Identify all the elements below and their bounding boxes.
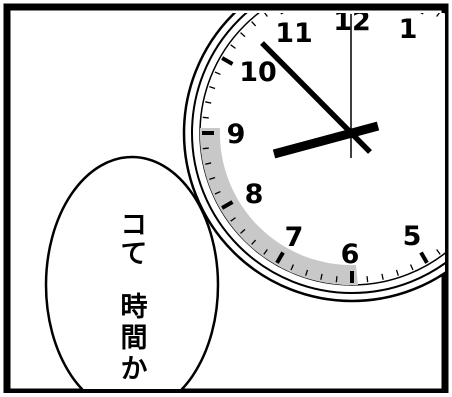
clock-minute-tick	[448, 22, 452, 26]
clock-minute-tick	[335, 276, 338, 283]
clock-hour-tick	[275, 251, 285, 264]
clock-minute-tick	[230, 44, 236, 49]
clock-minute-tick	[230, 217, 236, 222]
speech-bubble: コて 時間か	[44, 155, 220, 389]
clock-minute-tick	[209, 176, 216, 180]
speech-bubble-text: コて	[116, 210, 147, 268]
wall-clock: 12 1 11 10 9 8 7 6 5	[182, 0, 452, 303]
clock-minute-tick	[436, 13, 440, 17]
clock-minute-tick	[264, 13, 268, 17]
clock-numeral-1: 1	[399, 14, 418, 45]
clock-minute-tick	[395, 269, 399, 276]
clock-numeral-6: 6	[341, 239, 360, 270]
clock-minute-tick	[305, 269, 309, 276]
clock-hour-tick	[419, 251, 429, 264]
clock-minute-tick	[291, 0, 293, 1]
clock-minute-tick	[240, 32, 246, 38]
clock-minute-tick	[366, 276, 369, 283]
clock-minute-tick	[436, 249, 441, 255]
clock-minute-tick	[290, 264, 295, 271]
clock-minute-tick	[263, 249, 268, 255]
clock-numeral-8: 8	[245, 179, 264, 210]
speech-bubble-outline	[44, 155, 220, 389]
clock-numeral-10: 10	[239, 57, 277, 88]
clock-numeral-12: 12	[333, 6, 371, 37]
clock-shadow-band	[199, 128, 358, 286]
clock-minute-tick	[381, 273, 384, 280]
clock-minute-tick	[448, 240, 452, 244]
clock-minute-tick	[251, 21, 257, 27]
clock-hour-tick	[221, 200, 234, 210]
clock-hour-hand	[272, 121, 380, 159]
clock-center-pin	[348, 129, 356, 137]
clock-minute-tick	[202, 116, 209, 119]
clock-hour-tick	[221, 56, 234, 66]
clock-minute-tick	[214, 71, 221, 76]
speech-bubble-text-line-2: 時間か	[116, 292, 147, 385]
clock-minute-tick	[202, 147, 209, 150]
clock-minute-tick	[411, 0, 413, 1]
clock-minute-tick	[240, 228, 246, 234]
clock-minute-tick	[205, 162, 212, 165]
clock-minute-tick	[209, 86, 216, 90]
clock-minute-tick	[205, 101, 212, 104]
clock-minute-tick	[409, 264, 414, 271]
clock-minute-tick	[251, 239, 257, 245]
clock-numeral-7: 7	[285, 222, 304, 253]
clock-numeral-9: 9	[227, 119, 246, 150]
clock-minute-tick	[320, 273, 323, 280]
clock-tick-marks	[202, 0, 452, 283]
clock-minute-tick	[214, 190, 221, 195]
clock-numeral-5: 5	[403, 221, 422, 252]
clock-numeral-11: 11	[275, 18, 313, 49]
